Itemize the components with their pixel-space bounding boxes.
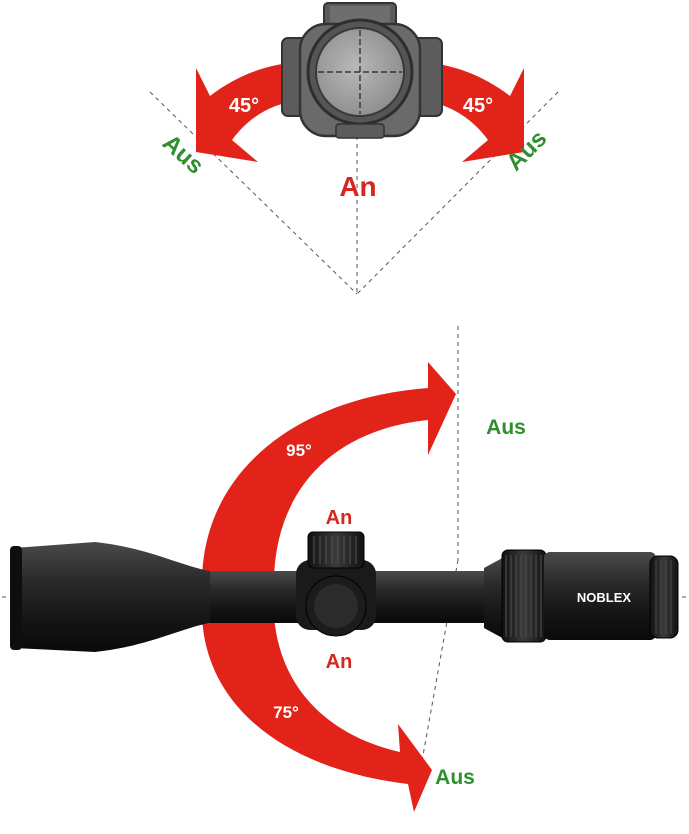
top-view: 45° 45° An Aus Aus xyxy=(149,2,559,295)
brand-logo-text: NOBLEX xyxy=(577,590,632,605)
upper-rotation-arrow xyxy=(202,362,456,580)
right-rotation-arrow xyxy=(420,62,524,162)
left-angle-label: 45° xyxy=(229,95,259,117)
lower-on-label: An xyxy=(326,651,353,673)
lower-rotation-arrow xyxy=(202,616,432,812)
riflescope xyxy=(10,531,679,652)
top-on-label: An xyxy=(339,171,376,202)
guide-line-left xyxy=(149,91,358,295)
upper-on-label: An xyxy=(326,507,353,529)
right-angle-label: 45° xyxy=(463,95,493,117)
upper-angle-label: 95° xyxy=(286,441,312,460)
left-rotation-arrow xyxy=(196,62,300,162)
objective-bell xyxy=(14,542,214,652)
magnification-ring xyxy=(501,549,547,643)
scope-rear-view xyxy=(281,2,443,139)
eyepiece xyxy=(544,552,656,640)
lower-off-label: Aus xyxy=(435,766,475,789)
upper-off-label: Aus xyxy=(486,416,526,439)
side-view: NOBLEX 95° 75° An An Aus Aus xyxy=(2,326,687,812)
lower-angle-label: 75° xyxy=(273,703,299,722)
